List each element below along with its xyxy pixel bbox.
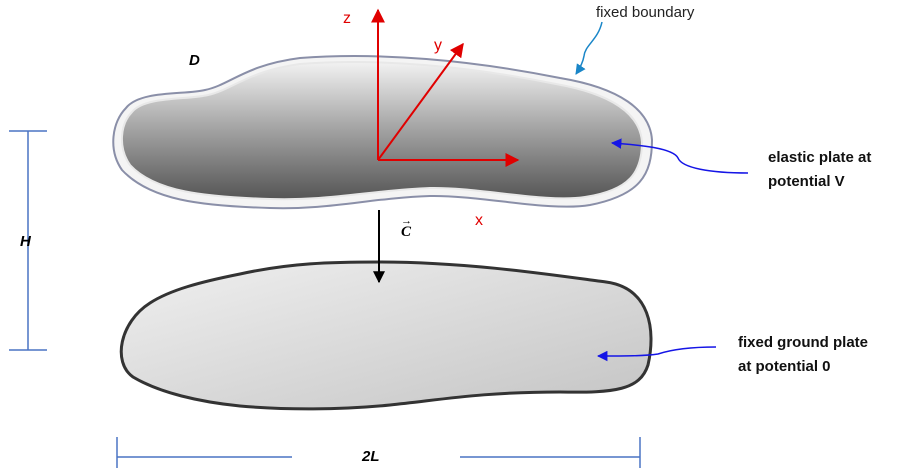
vector-c-label: → C [400,216,416,242]
y-axis-label: y [434,37,442,54]
z-axis-label: z [343,10,351,27]
ground-plate-pointer-arrow [596,346,717,362]
x-axis-label: x [475,212,483,229]
fixed-boundary-label: fixed boundary [596,4,695,21]
elastic-plate-label-line1: elastic plate at [768,149,872,166]
domain-label: D [189,52,200,69]
ground-plate-label-line1: fixed ground plate [738,334,869,351]
vector-c-letter: C [401,224,412,240]
ground-plate-label-line2: at potential 0 [738,358,831,375]
height-label: H [20,233,31,250]
vector-c-overarrow: → [401,215,412,227]
y-axis-arrow [377,42,464,161]
ground-plate [119,260,653,411]
width-label: 2L [362,448,380,465]
fixed-boundary-arrow [575,21,603,75]
elastic-plate-label-line2: potential V [768,173,845,190]
elastic-plate-pointer-arrow [610,138,749,174]
